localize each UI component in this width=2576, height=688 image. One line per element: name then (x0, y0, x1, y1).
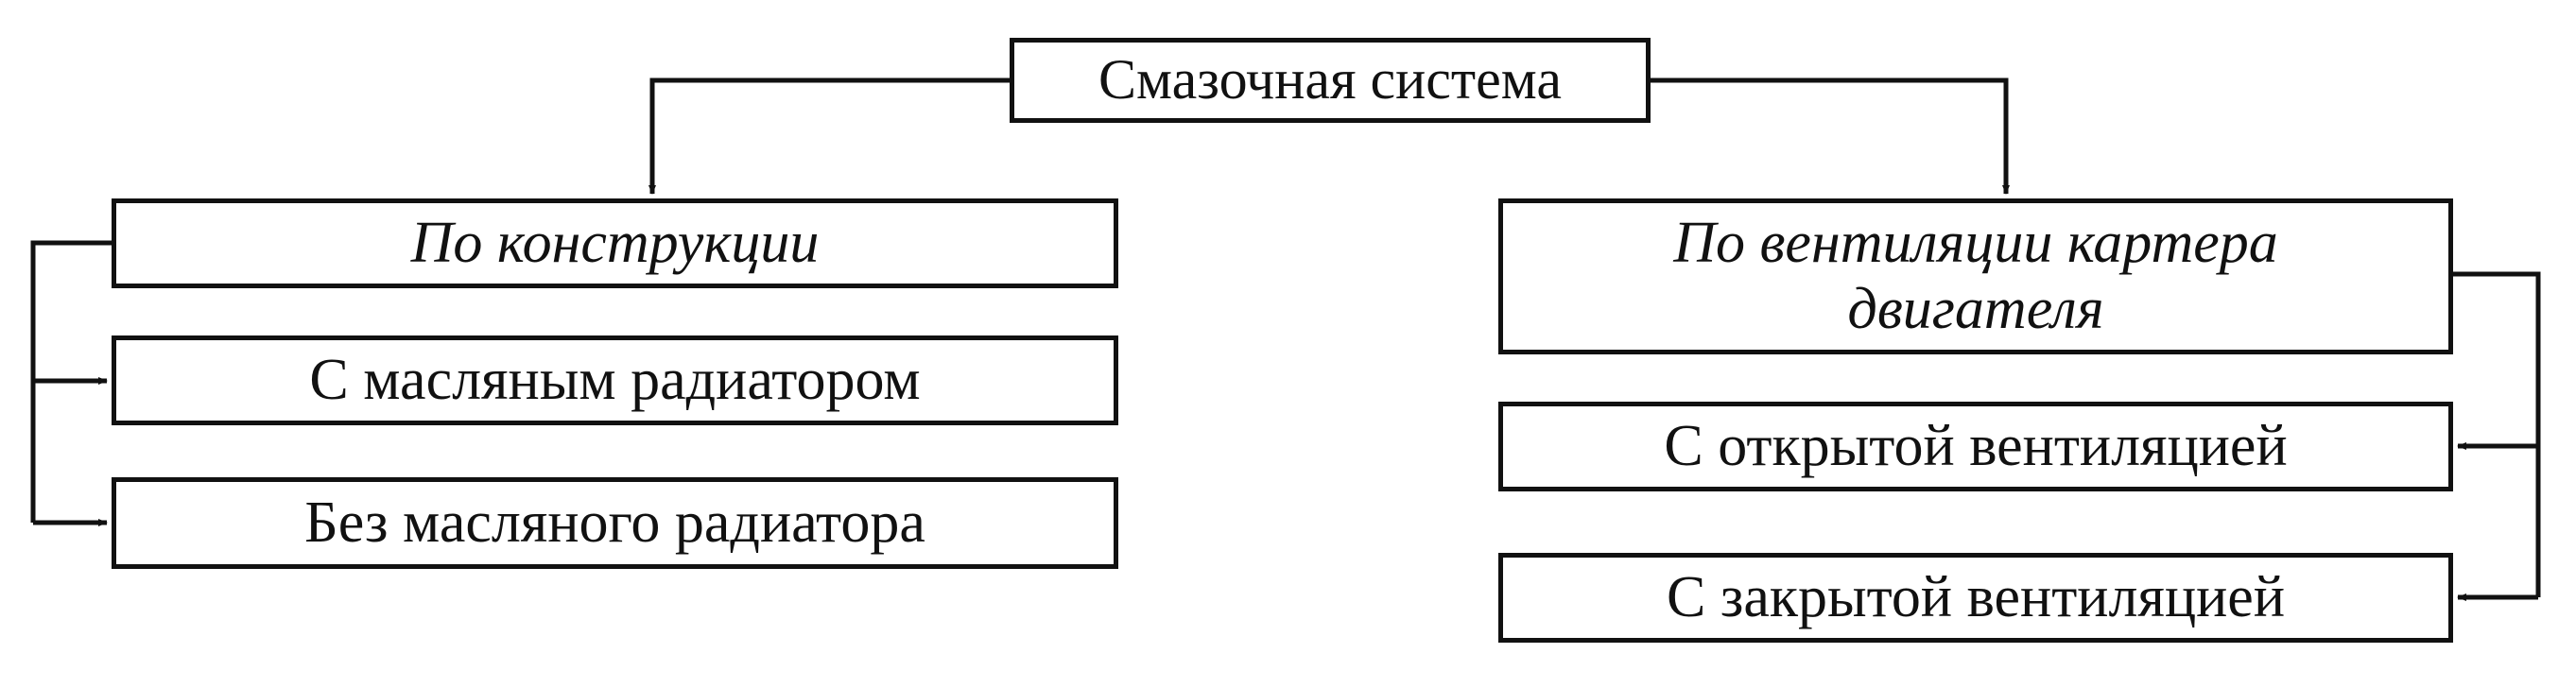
right-bracket-line (2453, 271, 2541, 597)
right-item-1: С открытой вентиляцией (1498, 402, 2453, 491)
root-node: Смазочная система (1010, 38, 1651, 123)
left-item-2-label: Без масляного радиатора (304, 490, 925, 555)
right-item-1-label: С открытой вентиляцией (1664, 413, 2288, 478)
left-item-1-label: С масляным радиатором (309, 347, 921, 412)
left-bracket-line (30, 240, 112, 523)
root-label: Смазочная система (1098, 48, 1562, 112)
left-item-2: Без масляного радиатора (112, 477, 1118, 569)
root-to-right-arrow (1651, 77, 2010, 195)
left-category-node: По конструкции (112, 198, 1118, 288)
right-category-node: По вентиляции картера двигателя (1498, 198, 2453, 354)
left-category-label: По конструкции (410, 210, 820, 275)
root-to-left-arrow (648, 77, 1010, 195)
left-item-1: С масляным радиатором (112, 335, 1118, 425)
right-item-2: С закрытой вентиляцией (1498, 553, 2453, 643)
right-item-2-label: С закрытой вентиляцией (1667, 564, 2285, 629)
right-category-label-line2: двигателя (1847, 276, 2104, 341)
right-category-label-line1: По вентиляции картера (1673, 211, 2278, 276)
